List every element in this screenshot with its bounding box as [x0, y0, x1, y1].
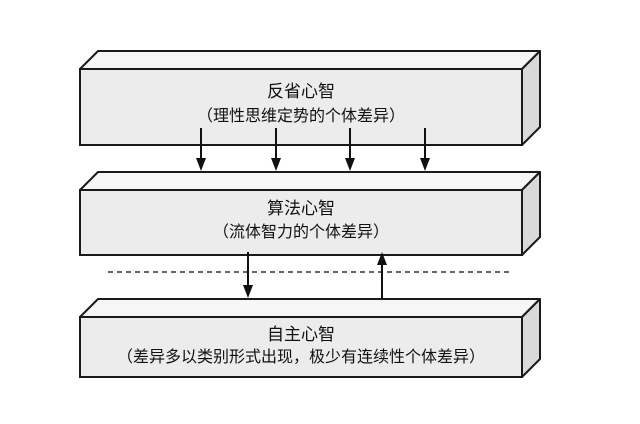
down-arrow-1 [196, 128, 206, 171]
reflective-box-top [79, 50, 541, 70]
reflective-mind-subtitle: （理性思维定势的个体差异） [197, 106, 405, 125]
down-arrows-group [196, 128, 430, 171]
down-arrow-4 [420, 128, 430, 171]
reflective-box-side [521, 50, 541, 146]
down-arrow-2 [271, 128, 281, 171]
reflective-box-face [79, 68, 523, 146]
reflective-mind-layer: 反省心智 （理性思维定势的个体差异） [79, 50, 541, 146]
down-arrow-3 [345, 128, 355, 171]
algorithmic-box-face [79, 189, 523, 256]
autonomous-box-face [79, 316, 523, 378]
algorithmic-mind-layer: 算法心智 （流体智力的个体差异） [79, 171, 541, 256]
down-arrow-lower [243, 252, 253, 298]
autonomous-mind-subtitle: （差异多以类别形式出现，极少有连续性个体差异） [117, 347, 485, 366]
up-arrow-lower [377, 252, 387, 300]
autonomous-mind-layer: 自主心智 （差异多以类别形式出现，极少有连续性个体差异） [79, 298, 541, 378]
autonomous-box-top [79, 298, 541, 318]
algorithmic-mind-subtitle: （流体智力的个体差异） [213, 222, 389, 241]
autonomous-mind-title: 自主心智 [267, 325, 335, 345]
algorithmic-box-top [79, 171, 541, 191]
algorithmic-mind-title: 算法心智 [267, 199, 335, 219]
reflective-mind-title: 反省心智 [267, 82, 335, 102]
